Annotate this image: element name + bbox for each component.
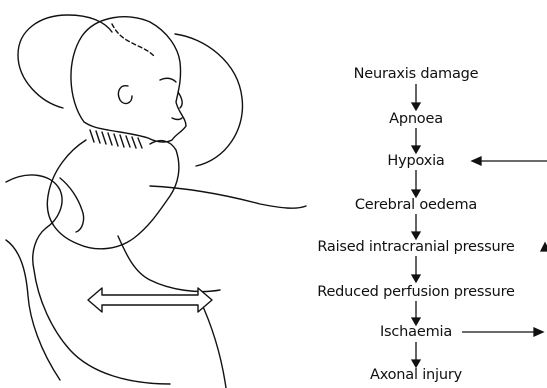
step-axonal-injury: Axonal injury (302, 366, 530, 384)
fontanelle-line (112, 24, 154, 56)
step-cerebral-oedema: Cerebral oedema (302, 196, 530, 214)
step-raised-intracranial-pressure: Raised intracranial pressure (302, 238, 530, 256)
torso (47, 140, 179, 249)
head (71, 17, 186, 142)
eye (160, 78, 176, 82)
neck-hatching (90, 130, 142, 148)
nose (178, 92, 182, 108)
arrowhead-1 (412, 103, 420, 110)
step-hypoxia: Hypoxia (302, 152, 530, 170)
mouth (172, 118, 182, 120)
infant-illustration (6, 15, 306, 388)
feedback-arrowhead-right (534, 328, 543, 336)
arm (60, 178, 84, 232)
step-reduced-perfusion-pressure: Reduced perfusion pressure (302, 283, 530, 301)
head-motion-outline-front (175, 34, 242, 166)
head-motion-outline-back (18, 15, 112, 108)
arrowhead-5 (412, 275, 420, 282)
adult-wrist (200, 300, 226, 388)
step-apnoea: Apnoea (302, 110, 530, 128)
step-neuraxis-damage: Neuraxis damage (302, 65, 530, 83)
adult-thumb (118, 236, 220, 292)
feedback-arrowhead-up (541, 243, 547, 251)
ear (118, 86, 132, 104)
adult-hand (6, 175, 170, 384)
step-ischaemia: Ischaemia (302, 323, 530, 341)
